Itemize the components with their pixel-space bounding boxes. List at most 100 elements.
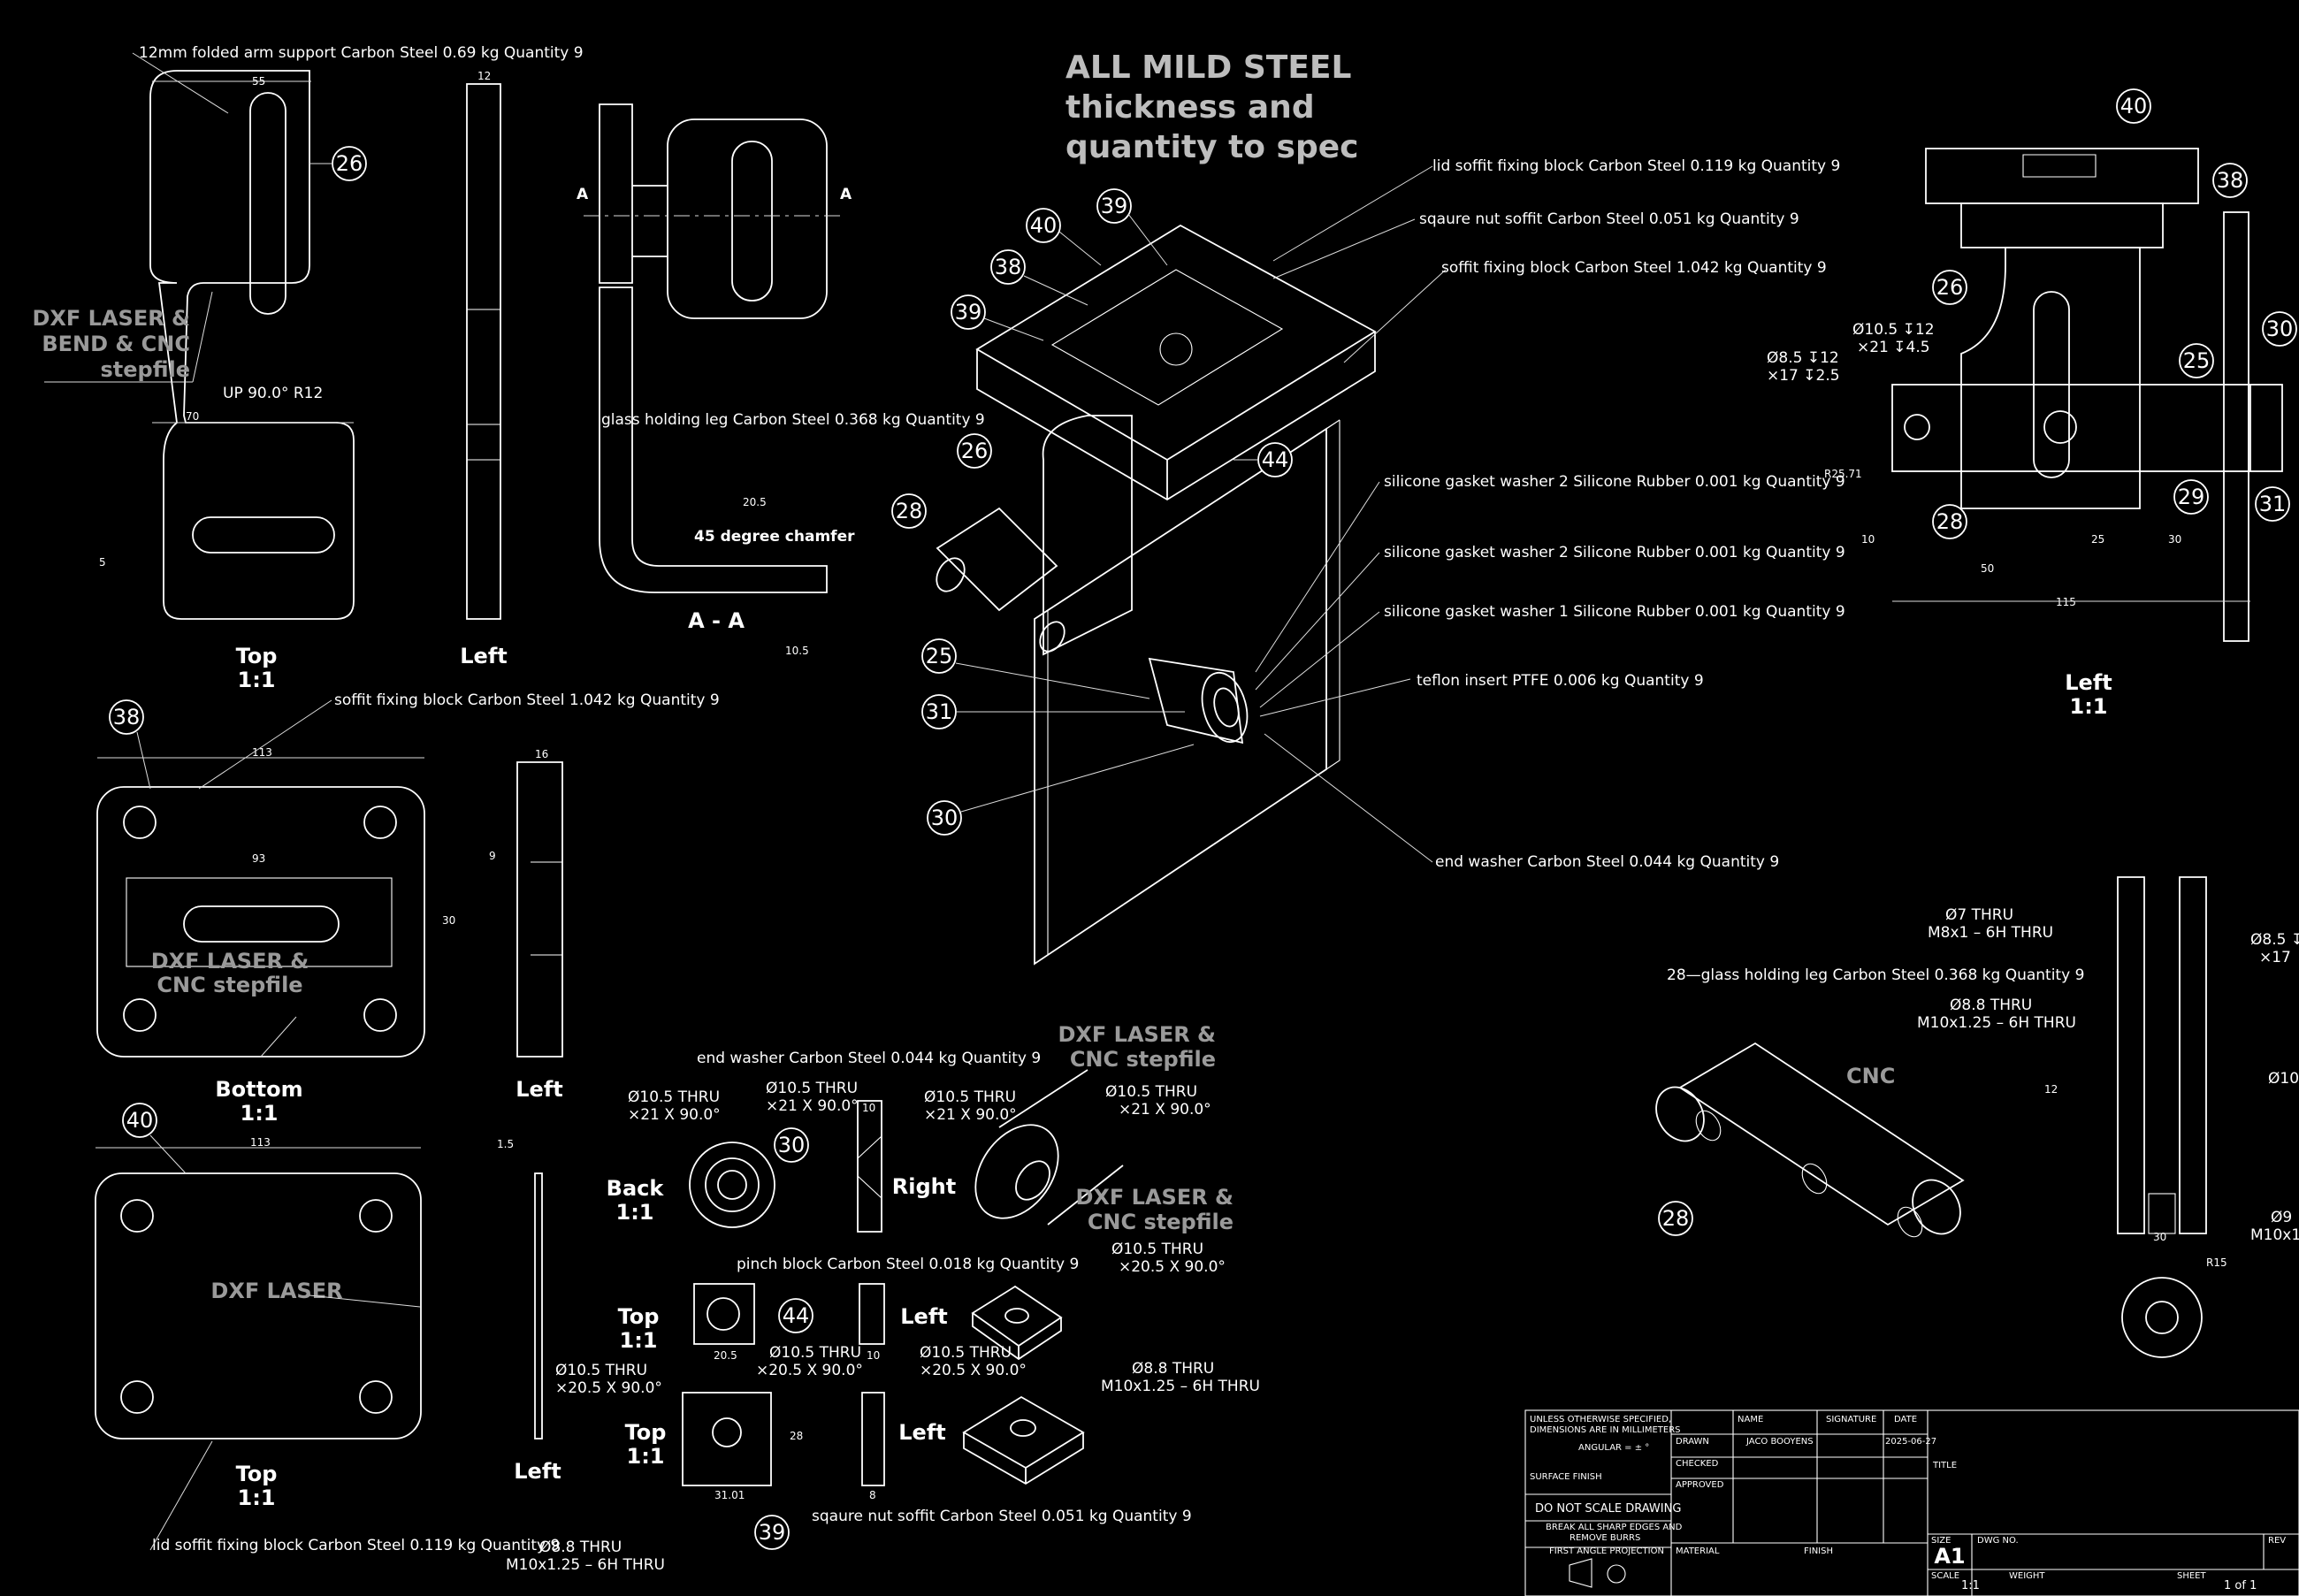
- view-top-arm: Top: [236, 644, 278, 668]
- process-washer-2: CNC stepfile: [1070, 1047, 1216, 1072]
- callout-nut-a2: M10x1.25 – 6H THRU: [1101, 1378, 1260, 1395]
- iso-label-gasket1: silicone gasket washer 1 Silicone Rubber…: [1384, 603, 1845, 621]
- view-left-arm: Left: [460, 644, 507, 668]
- svg-text:26: 26: [336, 151, 363, 176]
- process-laser: DXF LASER: [210, 1279, 342, 1303]
- process-laser-bend-2: BEND & CNC: [42, 332, 190, 356]
- assembly-isometric: 40 39 38 39 26 44 28 25 31 30 lid soffit…: [891, 157, 1845, 966]
- svg-text:APPROVED: APPROVED: [1676, 1480, 1724, 1490]
- svg-text:31: 31: [2259, 492, 2287, 516]
- svg-text:UNLESS OTHERWISE SPECIFIED,: UNLESS OTHERWISE SPECIFIED,: [1530, 1415, 1671, 1424]
- svg-text:CHECKED: CHECKED: [1676, 1459, 1719, 1469]
- view-left-nut: Left: [898, 1420, 945, 1445]
- svg-text:30: 30: [931, 806, 959, 830]
- callout-pinch-d: Ø10.5 THRU: [1111, 1241, 1203, 1258]
- callout-21-b: ×21 X 90.0°: [766, 1097, 859, 1115]
- end-washer-views: end washer Carbon Steel 0.044 kg Quantit…: [607, 1022, 1216, 1233]
- svg-text:NAME: NAME: [1738, 1415, 1763, 1424]
- dim-8: 8: [869, 1489, 876, 1501]
- svg-text:28: 28: [1662, 1206, 1690, 1231]
- callout-21-a: ×21 X 90.0°: [628, 1106, 721, 1124]
- svg-text:DWG NO.: DWG NO.: [1977, 1536, 2019, 1546]
- svg-text:26: 26: [961, 439, 989, 463]
- view-top-nut: Top: [625, 1420, 667, 1445]
- balloon-39: [754, 1515, 790, 1550]
- callout-leg-b: Ø8.8 THRU: [1950, 997, 2032, 1014]
- svg-text:SHEET: SHEET: [2177, 1571, 2207, 1581]
- process-laser-bend-1: DXF LASER &: [33, 306, 191, 331]
- iso-label-teflon: teflon insert PTFE 0.006 kg Quantity 9: [1417, 672, 1704, 690]
- left-balloon-25: [2179, 343, 2214, 378]
- dim-50: 50: [1981, 562, 1994, 575]
- square-nut-views: 28 31.01 Top 1:1 8 Left Ø8.8 THRU M10x1.…: [506, 1360, 1260, 1574]
- callout-leg-b2: M10x1.25 – 6H THRU: [1917, 1014, 2076, 1032]
- dim-10-pinch: 10: [867, 1349, 880, 1362]
- iso-balloon-39a: [1096, 188, 1132, 224]
- view-scale-lid: 1:1: [238, 1485, 276, 1510]
- pinch-block-views: pinch block Carbon Steel 0.018 kg Quanti…: [555, 1185, 1234, 1397]
- svg-text:39: 39: [1101, 194, 1128, 218]
- label-glass-leg: glass holding leg Carbon Steel 0.368 kg …: [601, 411, 985, 429]
- callout-leg-c: Ø8.5 ↧: [2250, 931, 2299, 949]
- left-balloon-40: [2116, 88, 2151, 124]
- glass-leg-detail: 28—glass holding leg Carbon Steel 0.368 …: [1655, 876, 2299, 1358]
- svg-text:38: 38: [995, 255, 1022, 279]
- callout-leg-e2: M10x1.: [2250, 1226, 2299, 1244]
- dim-1-5: 1.5: [497, 1138, 514, 1150]
- svg-text:39: 39: [955, 300, 982, 325]
- view-left-pinch: Left: [900, 1304, 947, 1329]
- soffit-block-left-view: 16 9 Left: [489, 748, 563, 1102]
- view-scale-assembly: 1:1: [2070, 694, 2108, 719]
- process-laser-bend-3: stepfile: [100, 357, 190, 382]
- svg-text:DRAWN: DRAWN: [1676, 1437, 1709, 1447]
- dim-93: 93: [252, 852, 265, 865]
- svg-text:DATE: DATE: [1894, 1415, 1917, 1424]
- iso-label-end-washer: end washer Carbon Steel 0.044 kg Quantit…: [1435, 853, 1779, 871]
- svg-text:40: 40: [126, 1108, 154, 1133]
- note-line-2: thickness and: [1065, 89, 1315, 126]
- dim-12-leg: 12: [2044, 1083, 2058, 1096]
- callout-pinch-d2: ×20.5 X 90.0°: [1119, 1258, 1226, 1276]
- dim-30: 30: [442, 914, 455, 927]
- balloon-30: [774, 1127, 809, 1163]
- view-scale-arm: 1:1: [238, 668, 276, 692]
- iso-balloon-25: [921, 638, 957, 674]
- view-scale-washer: 1:1: [616, 1200, 654, 1225]
- svg-text:SURFACE FINISH: SURFACE FINISH: [1530, 1472, 1602, 1482]
- svg-text:SIGNATURE: SIGNATURE: [1826, 1415, 1876, 1424]
- view-section-aa: A - A: [688, 608, 745, 633]
- callout-left-b2: ×17 ↧2.5: [1767, 367, 1840, 385]
- svg-text:1 of 1: 1 of 1: [2224, 1579, 2257, 1592]
- iso-label-lid-block: lid soffit fixing block Carbon Steel 0.1…: [1432, 157, 1840, 175]
- dim-25: 25: [2091, 533, 2104, 546]
- title-block: UNLESS OTHERWISE SPECIFIED, DIMENSIONS A…: [1524, 1409, 2299, 1596]
- view-scale-nut: 1:1: [627, 1444, 665, 1469]
- view-scale-block: 1:1: [241, 1101, 279, 1126]
- label-lid-block: lid soffit fixing block Carbon Steel 0.1…: [152, 1537, 560, 1554]
- dim-10-left: 10: [1861, 533, 1875, 546]
- svg-text:30: 30: [2266, 317, 2294, 341]
- view-left-lid: Left: [514, 1459, 561, 1484]
- svg-text:28: 28: [896, 499, 923, 523]
- lid-block-left-view: 1.5 Left: [497, 1138, 561, 1484]
- svg-text:BREAK ALL SHARP EDGES AND: BREAK ALL SHARP EDGES AND: [1546, 1523, 1683, 1532]
- callout-pinch-a: Ø10.5 THRU: [769, 1344, 861, 1362]
- svg-text:25: 25: [2183, 348, 2211, 373]
- svg-text:REV: REV: [2268, 1536, 2286, 1546]
- view-left-block: Left: [516, 1077, 562, 1102]
- iso-label-square-nut: sqaure nut soffit Carbon Steel 0.051 kg …: [1419, 210, 1799, 228]
- note-line-3: quantity to spec: [1065, 129, 1359, 165]
- dim-10-washer: 10: [862, 1102, 875, 1114]
- left-balloon-30: [2262, 311, 2297, 347]
- svg-text:44: 44: [783, 1303, 810, 1328]
- svg-text:FIRST ANGLE PROJECTION: FIRST ANGLE PROJECTION: [1549, 1546, 1664, 1556]
- callout-leg-c2: ×17: [2259, 949, 2291, 966]
- process-cnc: CNC: [1846, 1064, 1895, 1088]
- process-washer-1: DXF LASER &: [1058, 1022, 1217, 1047]
- callout-10-5-a: Ø10.5 THRU: [628, 1088, 720, 1106]
- svg-text:44: 44: [1262, 447, 1289, 472]
- callout-21-d: ×21 X 90.0°: [1119, 1101, 1211, 1119]
- dim-30-leg: 30: [2153, 1231, 2166, 1243]
- svg-text:WEIGHT: WEIGHT: [2009, 1571, 2045, 1581]
- process-laser-cnc-1: DXF LASER &: [151, 949, 309, 974]
